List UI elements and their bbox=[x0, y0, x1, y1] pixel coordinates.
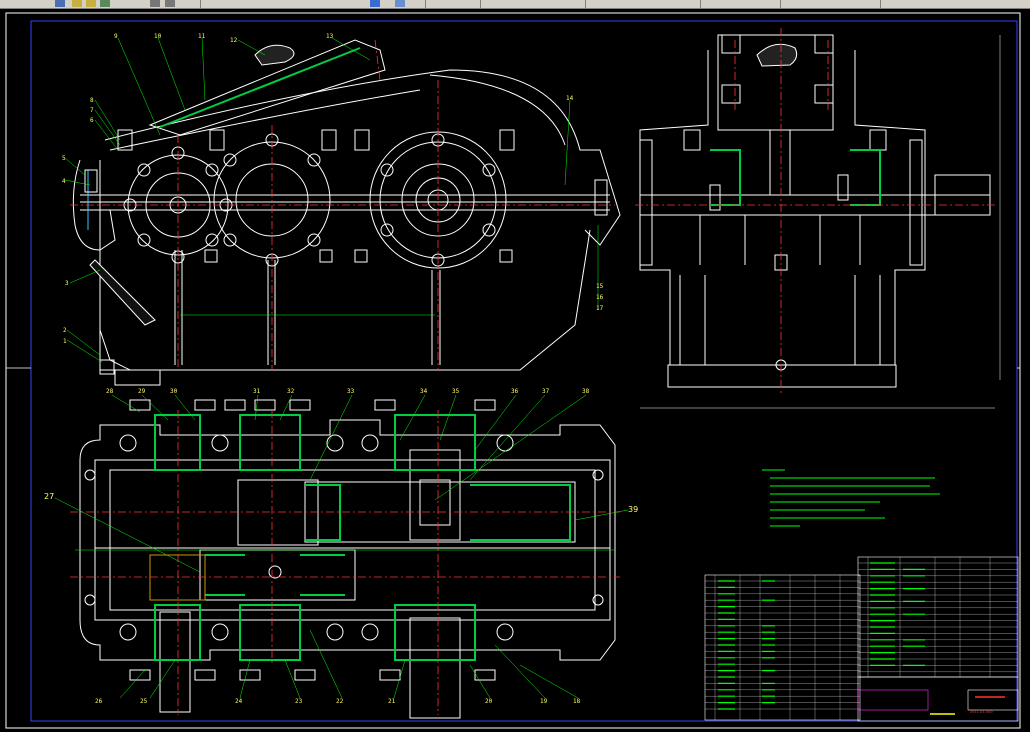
part-label-5: 5 bbox=[62, 155, 66, 162]
part-label-6: 6 bbox=[90, 117, 94, 124]
technical-notes bbox=[762, 470, 940, 526]
part-label-29: 29 bbox=[138, 388, 146, 395]
part-label-33: 33 bbox=[347, 388, 355, 395]
part-label-28: 28 bbox=[106, 388, 114, 395]
part-label-14: 14 bbox=[566, 95, 574, 102]
part-label-36: 36 bbox=[511, 388, 519, 395]
part-label-1: 1 bbox=[63, 338, 67, 345]
part-label-23: 23 bbox=[295, 698, 303, 705]
part-label-31: 31 bbox=[253, 388, 261, 395]
part-label-38: 38 bbox=[582, 388, 590, 395]
part-label-37: 37 bbox=[542, 388, 550, 395]
part-label-30: 30 bbox=[170, 388, 178, 395]
part-label-34: 34 bbox=[420, 388, 428, 395]
plan-view-labels: 28 29 30 31 32 33 34 35 36 37 38 27 39 2… bbox=[44, 388, 638, 705]
part-label-2: 2 bbox=[63, 327, 67, 334]
new-icon[interactable] bbox=[4, 0, 14, 7]
parts-list bbox=[705, 557, 1018, 721]
redo-icon[interactable] bbox=[395, 0, 405, 7]
part-label-11: 11 bbox=[198, 33, 206, 40]
part-label-10: 10 bbox=[154, 33, 162, 40]
save-icon[interactable] bbox=[72, 0, 82, 7]
part-label-24: 24 bbox=[235, 698, 243, 705]
part-label-25: 25 bbox=[140, 698, 148, 705]
copy-icon[interactable] bbox=[165, 0, 175, 7]
part-label-39: 39 bbox=[628, 505, 638, 514]
print-icon[interactable] bbox=[86, 0, 96, 7]
part-label-4: 4 bbox=[62, 178, 66, 185]
part-label-7: 7 bbox=[90, 107, 94, 114]
part-label-27: 27 bbox=[44, 492, 54, 501]
part-label-12: 12 bbox=[230, 37, 238, 44]
part-label-17: 17 bbox=[596, 305, 604, 312]
part-label-26: 26 bbox=[95, 698, 103, 705]
part-label-32: 32 bbox=[287, 388, 295, 395]
plan-view bbox=[80, 400, 615, 718]
title-block: 2011-01-000 bbox=[858, 690, 1018, 714]
front-view-labels: 1 2 3 4 5 6 7 8 9 10 11 12 13 14 15 16 1… bbox=[62, 33, 604, 345]
part-label-21: 21 bbox=[388, 698, 396, 705]
title-block-date: 2011-01-000 bbox=[970, 710, 993, 714]
part-label-35: 35 bbox=[452, 388, 460, 395]
part-label-13: 13 bbox=[326, 33, 334, 40]
part-label-15: 15 bbox=[596, 283, 604, 290]
toolbar bbox=[0, 0, 1030, 9]
part-label-18: 18 bbox=[573, 698, 581, 705]
parts-list-text bbox=[718, 563, 925, 709]
side-view bbox=[640, 35, 990, 387]
open-icon[interactable] bbox=[55, 0, 65, 7]
part-label-16: 16 bbox=[596, 294, 604, 301]
part-label-22: 22 bbox=[336, 698, 344, 705]
cut-icon[interactable] bbox=[150, 0, 160, 7]
part-label-8: 8 bbox=[90, 97, 94, 104]
preview-icon[interactable] bbox=[100, 0, 110, 7]
part-label-19: 19 bbox=[540, 698, 548, 705]
part-label-9: 9 bbox=[114, 33, 118, 40]
drawing-canvas[interactable]: 1 2 3 4 5 6 7 8 9 10 11 12 13 14 15 16 1… bbox=[0, 9, 1030, 732]
front-view bbox=[73, 40, 620, 385]
part-label-20: 20 bbox=[485, 698, 493, 705]
part-label-3: 3 bbox=[65, 280, 69, 287]
undo-icon[interactable] bbox=[370, 0, 380, 7]
